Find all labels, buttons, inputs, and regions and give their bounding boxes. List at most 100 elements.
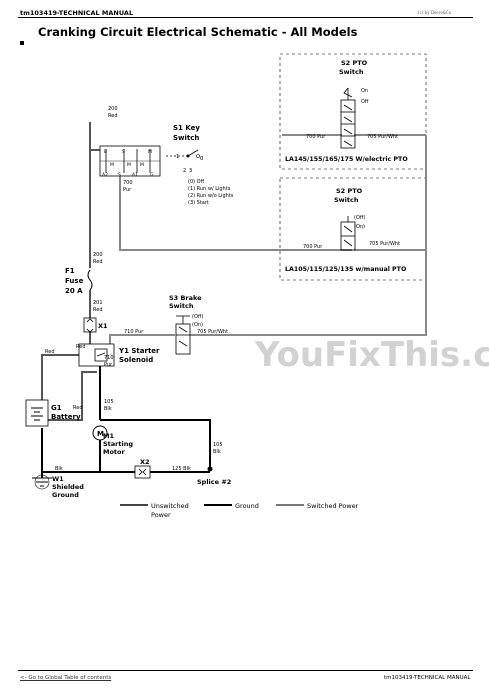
pto-manual-box bbox=[279, 177, 427, 281]
wire-200-num: 200 bbox=[108, 106, 118, 112]
key-term-m3: M bbox=[140, 162, 144, 168]
wire-700-key-num: 700 bbox=[123, 180, 133, 186]
battery-ref: G1 bbox=[51, 404, 62, 412]
wire-red-sol: Red bbox=[76, 344, 86, 350]
pto-electric-models: LA145/155/165/175 W/electric PTO bbox=[285, 156, 408, 163]
wire-red-batt: Red bbox=[45, 349, 55, 355]
key-pos-3: 3 bbox=[189, 168, 192, 174]
key-term-s2: S bbox=[118, 172, 121, 178]
wire-710-brake: 710 Pur bbox=[124, 329, 144, 335]
wire-705-pto-e: 705 Pur/Wht bbox=[367, 134, 398, 140]
wire-blk-gnd: Blk bbox=[55, 466, 63, 472]
page-title: Cranking Circuit Electrical Schematic - … bbox=[38, 25, 358, 39]
key-pos-1: 1 bbox=[176, 154, 179, 160]
footer-doc-id: tm103419-TECHNICAL MANUAL bbox=[384, 675, 471, 681]
ground-name2: Ground bbox=[52, 491, 79, 499]
wire-700-key-color: Pur bbox=[123, 187, 132, 193]
key-term-a1: A1 bbox=[132, 172, 138, 178]
watermark-text: YouFixThis.com bbox=[254, 335, 489, 375]
battery-name: Battery bbox=[51, 413, 81, 421]
connector-x2 bbox=[134, 465, 151, 479]
header-rule bbox=[18, 17, 473, 18]
pto-electric-on: On bbox=[361, 88, 368, 94]
fuse-ref: F1 bbox=[65, 267, 75, 275]
key-term-m: M bbox=[148, 149, 152, 155]
fuse-symbol bbox=[87, 269, 93, 291]
pto-manual-ref: S2 PTO bbox=[336, 187, 363, 195]
footer-rule bbox=[18, 670, 473, 671]
motor-ref: M1 bbox=[103, 432, 114, 440]
ground-name: Shielded bbox=[52, 483, 84, 491]
solenoid-name: Solenoid bbox=[119, 356, 153, 364]
legend-unswitched-label: Unswitched bbox=[151, 502, 189, 510]
brake-switch bbox=[175, 315, 191, 355]
starter-solenoid bbox=[78, 343, 115, 367]
wire-700-pto-m: 700 Pur bbox=[303, 244, 323, 250]
wire-201-num: 201 bbox=[93, 300, 103, 306]
splice-ref: Splice #2 bbox=[197, 478, 231, 486]
legend-switched-label: Switched Power bbox=[307, 502, 359, 510]
wire-200-fuse-color: Red bbox=[93, 259, 103, 265]
solenoid-ref: Y1 Starter bbox=[118, 347, 160, 355]
key-term-g: G bbox=[150, 172, 154, 178]
ground-symbol bbox=[32, 474, 52, 490]
wire-710-sol-color: Pur bbox=[104, 362, 113, 368]
wire-201-color: Red bbox=[93, 307, 103, 313]
legend-unswitched-label2: Power bbox=[151, 511, 171, 519]
wire-705-pto-m: 705 Pur/Wht bbox=[369, 241, 400, 247]
key-switch-ref: S1 Key bbox=[173, 124, 200, 132]
pto-electric-box bbox=[279, 53, 427, 170]
key-term-b: B bbox=[104, 149, 107, 155]
wire-700-pto-e: 700 Pur bbox=[306, 134, 326, 140]
motor-symbol-letter: M bbox=[97, 430, 104, 438]
pto-electric-switch bbox=[340, 87, 356, 149]
fuse-name: Fuse bbox=[65, 277, 84, 285]
wire-125: 125 Blk bbox=[172, 466, 191, 472]
pto-electric-ref: S2 PTO bbox=[341, 59, 368, 67]
title-bullet bbox=[20, 41, 24, 45]
key-switch bbox=[99, 145, 200, 177]
fuse-rating: 20 A bbox=[65, 287, 83, 295]
key-pos-0: 0 bbox=[200, 156, 204, 162]
splice-dot bbox=[207, 466, 213, 472]
legend-ground-label: Ground bbox=[235, 502, 259, 510]
brake-switch-ref: S3 Brake bbox=[169, 294, 202, 302]
wire-200-fuse-num: 200 bbox=[93, 252, 103, 258]
key-position-1: (1) Run w/ Lights bbox=[188, 186, 231, 192]
key-position-0: (0) Off bbox=[188, 179, 205, 185]
motor-name: Starting bbox=[103, 440, 133, 448]
battery bbox=[25, 399, 49, 427]
pto-manual-models: LA105/115/125/135 w/manual PTO bbox=[285, 266, 407, 273]
pto-manual-name: Switch bbox=[334, 196, 359, 204]
key-term-m2: M bbox=[127, 162, 131, 168]
key-term-a2: A2 bbox=[102, 172, 108, 178]
pto-electric-name: Switch bbox=[339, 68, 364, 76]
brake-switch-on: (On) bbox=[192, 322, 203, 328]
wire-200-color: Red bbox=[108, 113, 118, 119]
wire-red-bat2: Red bbox=[73, 405, 83, 411]
pto-manual-off: (Off) bbox=[354, 215, 365, 221]
global-toc-link[interactable]: <- Go to Global Table of contents bbox=[20, 675, 112, 681]
wire-105-right-color: Blk bbox=[213, 449, 221, 455]
wire-105-mid-color: Blk bbox=[104, 406, 112, 412]
key-position-3: (3) Start bbox=[188, 200, 209, 206]
key-term-m1: M bbox=[110, 162, 114, 168]
starting-motor bbox=[92, 425, 108, 441]
key-position-2: (2) Run w/o Lights bbox=[188, 193, 234, 199]
brake-switch-off: (Off) bbox=[192, 314, 203, 320]
ground-ref: W1 bbox=[52, 475, 64, 483]
brake-switch-name: Switch bbox=[169, 302, 194, 310]
wire-705-brake: 705 Pur/Wht bbox=[197, 329, 228, 335]
pto-electric-off: Off bbox=[361, 99, 369, 105]
pto-manual-switch bbox=[340, 216, 356, 251]
header-doc-id: tm103419-TECHNICAL MANUAL bbox=[20, 9, 134, 17]
ground-wires bbox=[41, 360, 211, 478]
wire-105-mid-num: 105 bbox=[104, 399, 114, 405]
key-pos-2: 2 bbox=[183, 168, 186, 174]
key-switch-name: Switch bbox=[173, 134, 199, 142]
x2-ref: X2 bbox=[140, 458, 150, 466]
pto-manual-on: (On) bbox=[354, 224, 365, 230]
motor-name2: Motor bbox=[103, 448, 126, 456]
key-term-s: S bbox=[122, 149, 125, 155]
